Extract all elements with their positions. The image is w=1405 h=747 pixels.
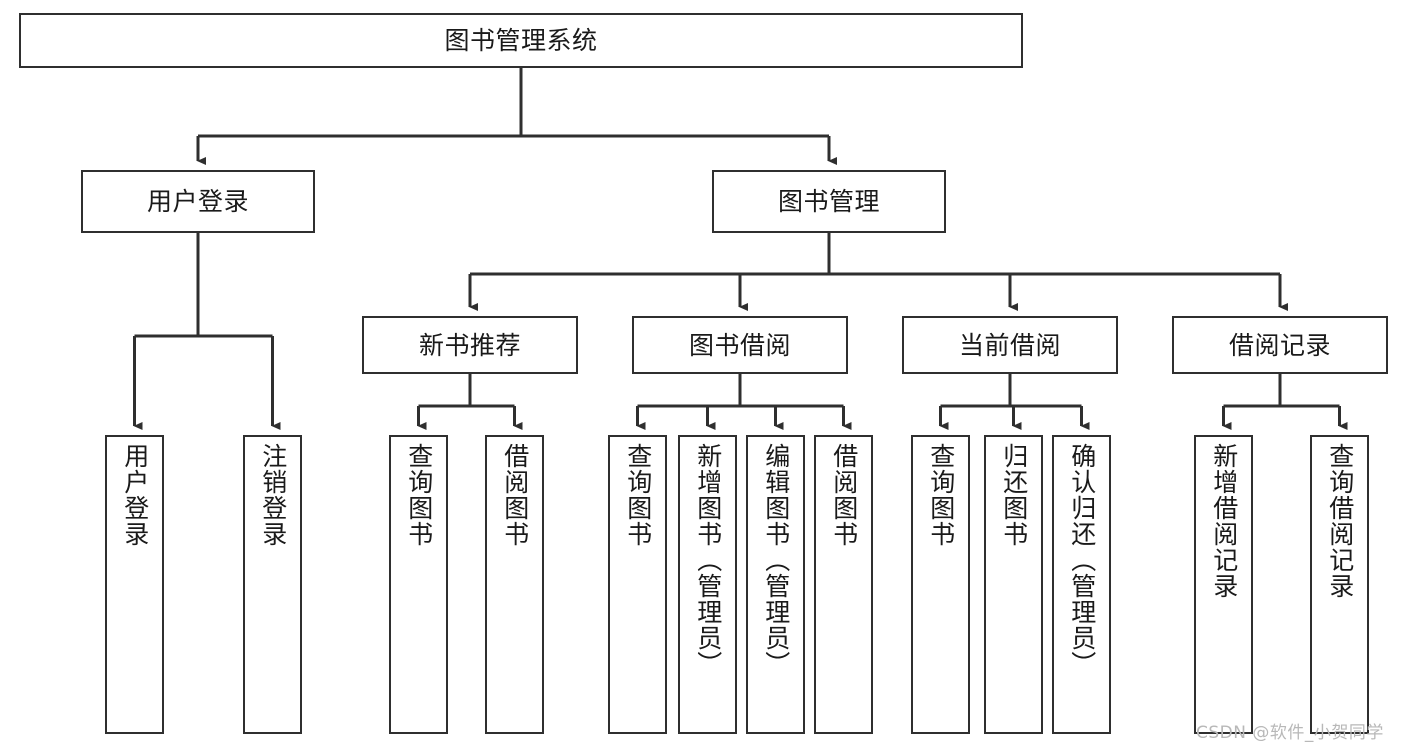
- node-current_2[interactable]: 归还图书: [984, 435, 1043, 734]
- node-newbook_1[interactable]: 查询图书: [389, 435, 448, 734]
- node-label: 借阅记录: [1228, 330, 1331, 360]
- csdn-watermark: CSDN @软件_小贺同学: [1196, 723, 1384, 743]
- node-label: 查询图书: [623, 443, 653, 547]
- node-bookmgmt[interactable]: 图书管理: [712, 170, 946, 233]
- node-login_2[interactable]: 注销登录: [243, 435, 302, 734]
- node-login_1[interactable]: 用户登录: [105, 435, 164, 734]
- node-label: 图书借阅: [688, 330, 791, 360]
- node-borrow_4[interactable]: 借阅图书: [814, 435, 873, 734]
- node-label: 注销登录: [258, 443, 288, 547]
- node-label: 新增图书（管理员）: [693, 443, 723, 677]
- node-records_1[interactable]: 新增借阅记录: [1194, 435, 1253, 734]
- node-label: 图书管理: [777, 187, 880, 216]
- node-label: 新书推荐: [418, 330, 521, 360]
- node-current[interactable]: 当前借阅: [902, 316, 1118, 374]
- node-borrow_1[interactable]: 查询图书: [608, 435, 667, 734]
- node-label: 用户登录: [120, 443, 150, 547]
- node-borrow_3[interactable]: 编辑图书（管理员）: [746, 435, 805, 734]
- node-label: 查询图书: [926, 443, 956, 547]
- node-label: 借阅图书: [829, 443, 859, 547]
- node-label: 查询借阅记录: [1325, 443, 1355, 599]
- node-newbook[interactable]: 新书推荐: [362, 316, 578, 374]
- node-label: 编辑图书（管理员）: [761, 443, 791, 677]
- node-label: 新增借阅记录: [1209, 443, 1239, 599]
- node-label: 借阅图书: [500, 443, 530, 547]
- node-label: 用户登录: [146, 187, 249, 216]
- node-label: 当前借阅: [958, 330, 1061, 360]
- node-label: 确认归还（管理员）: [1067, 443, 1097, 677]
- node-records_2[interactable]: 查询借阅记录: [1310, 435, 1369, 734]
- node-current_1[interactable]: 查询图书: [911, 435, 970, 734]
- node-borrow[interactable]: 图书借阅: [632, 316, 848, 374]
- node-label: 归还图书: [999, 443, 1029, 547]
- node-borrow_2[interactable]: 新增图书（管理员）: [678, 435, 737, 734]
- node-root[interactable]: 图书管理系统: [19, 13, 1023, 68]
- node-label: 图书管理系统: [444, 26, 598, 55]
- node-records[interactable]: 借阅记录: [1172, 316, 1388, 374]
- node-login[interactable]: 用户登录: [81, 170, 315, 233]
- node-current_3[interactable]: 确认归还（管理员）: [1052, 435, 1111, 734]
- node-newbook_2[interactable]: 借阅图书: [485, 435, 544, 734]
- node-label: 查询图书: [404, 443, 434, 547]
